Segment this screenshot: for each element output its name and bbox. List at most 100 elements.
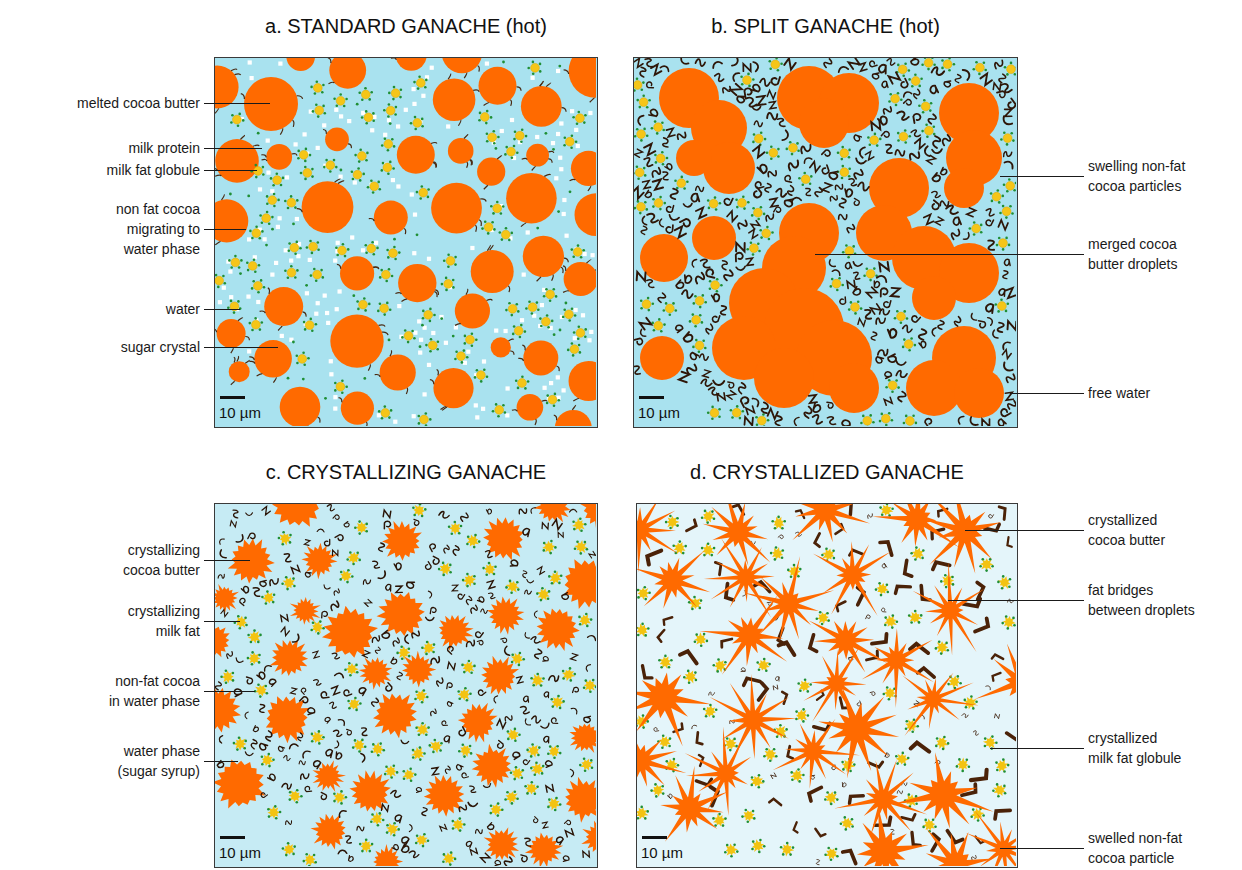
cocoa-butter-droplet — [448, 138, 474, 164]
milk-protein-dot — [429, 320, 432, 323]
milk-protein-dot — [582, 249, 585, 252]
milk-protein-dot — [841, 284, 844, 287]
sugar-crystal — [247, 349, 251, 353]
milk-protein-dot — [1010, 132, 1013, 135]
cocoa-particle — [881, 81, 888, 89]
cocoa-particle — [394, 814, 401, 823]
milk-protein-dot — [293, 845, 296, 848]
milk-protein-dot — [810, 175, 813, 178]
cocoa-particle — [537, 567, 544, 574]
milk-protein-dot — [571, 342, 574, 345]
milk-protein-dot — [236, 748, 239, 751]
milk-protein-dot — [716, 290, 719, 293]
milk-protein-dot — [356, 300, 359, 303]
milk-fat-globule — [491, 804, 504, 816]
cocoa-particle — [875, 357, 883, 364]
milk-protein-dot — [466, 573, 469, 576]
non-fat-cocoa — [554, 415, 557, 420]
milk-protein-dot — [418, 422, 421, 425]
sugar-crystal — [481, 407, 485, 411]
milk-fat-globule — [230, 302, 239, 311]
cocoa-particle — [712, 60, 723, 68]
milk-protein-dot — [999, 212, 1002, 215]
milk-protein-dot — [637, 200, 640, 203]
milk-protein-dot — [358, 520, 361, 523]
milk-protein-dot — [567, 349, 570, 352]
cocoa-particle — [950, 229, 961, 240]
milk-protein-dot — [247, 634, 250, 637]
milk-protein-dot — [317, 249, 320, 252]
non-fat-cocoa — [542, 400, 548, 401]
milk-protein-dot — [511, 157, 514, 160]
non-fat-cocoa — [470, 160, 472, 165]
milk-protein-dot — [513, 145, 516, 148]
cocoa-particle — [637, 114, 644, 125]
milk-protein-dot — [479, 112, 482, 115]
cocoa-particle — [845, 262, 852, 270]
sugar-crystal — [383, 133, 387, 137]
cocoa-particle — [647, 82, 654, 88]
cocoa-particle — [932, 66, 945, 76]
milk-protein-dot — [378, 410, 381, 413]
milk-protein-dot — [948, 58, 951, 60]
cocoa-particle — [879, 262, 888, 271]
milk-protein-dot — [841, 177, 844, 180]
cocoa-particle — [674, 324, 683, 333]
milk-fat-globule — [305, 854, 316, 866]
milk-protein-dot — [303, 363, 306, 366]
milk-protein-dot — [497, 415, 500, 418]
cocoa-particle — [803, 156, 812, 163]
non-fat-cocoa — [467, 162, 468, 168]
milk-protein-dot — [762, 413, 765, 416]
cocoa-particle — [650, 168, 661, 178]
cocoa-particle — [706, 268, 717, 277]
milk-protein-dot — [377, 310, 380, 313]
milk-fat-globule — [457, 352, 466, 361]
crystallizing-cocoa-butter — [349, 770, 390, 811]
milk-protein-dot — [1006, 73, 1009, 76]
milk-protein-dot — [486, 110, 489, 113]
milk-protein-dot — [300, 795, 303, 798]
milk-fat-globule — [299, 150, 308, 159]
milk-protein-dot — [421, 701, 424, 704]
milk-protein-dot — [305, 284, 308, 287]
milk-fat-globule — [634, 81, 642, 90]
milk-protein-dot — [857, 300, 860, 303]
non-fat-cocoa — [595, 269, 596, 270]
sugar-crystal — [270, 273, 274, 277]
milk-protein-dot — [255, 226, 258, 229]
sugar-crystal — [222, 286, 226, 290]
cocoa-butter-droplet — [396, 58, 427, 71]
milk-protein-dot — [354, 739, 357, 742]
non-fat-cocoa — [379, 325, 386, 327]
sugar-crystal — [574, 128, 578, 132]
milk-protein-dot — [674, 180, 677, 183]
milk-protein-dot — [909, 135, 912, 138]
milk-protein-dot — [322, 276, 325, 279]
milk-fat-globule — [233, 737, 246, 751]
milk-protein-dot — [394, 113, 397, 116]
milk-protein-dot — [541, 772, 544, 775]
milk-protein-dot — [259, 328, 262, 331]
milk-protein-dot — [539, 317, 542, 320]
milk-fat-globule — [402, 769, 415, 780]
milk-protein-dot — [250, 641, 253, 644]
cocoa-butter-droplet — [286, 58, 315, 71]
cocoa-particle — [924, 146, 930, 157]
milk-protein-dot — [413, 337, 416, 340]
milk-protein-dot — [554, 809, 557, 812]
cocoa-particle — [407, 582, 415, 588]
milk-protein-dot — [485, 574, 488, 577]
milk-protein-dot — [345, 796, 348, 799]
cocoa-particle — [911, 313, 921, 323]
sugar-crystal — [439, 315, 443, 319]
cocoa-particle — [946, 204, 958, 216]
milk-protein-dot — [458, 698, 461, 701]
cocoa-particle — [967, 208, 976, 217]
cocoa-butter-droplet — [521, 86, 562, 127]
cocoa-particle — [663, 138, 668, 147]
milk-protein-dot — [392, 167, 395, 170]
milk-protein-dot — [969, 227, 972, 230]
milk-protein-dot — [418, 75, 421, 78]
milk-protein-dot — [381, 144, 384, 147]
